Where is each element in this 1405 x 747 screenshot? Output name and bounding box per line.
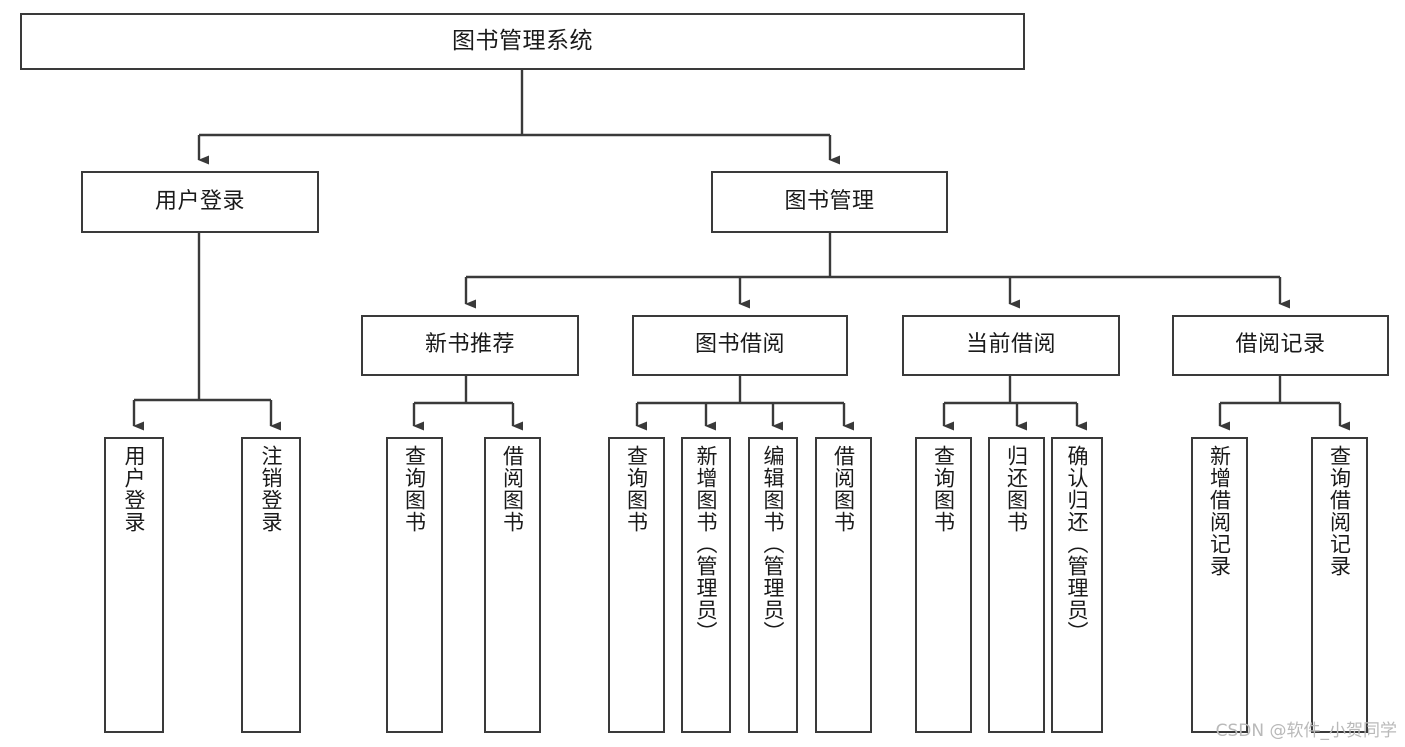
node-leaf-query-book-current-label: 查询图书 bbox=[931, 445, 956, 533]
node-current-borrow[interactable]: 当前借阅 bbox=[902, 315, 1120, 376]
node-leaf-return-book[interactable]: 归还图书 bbox=[988, 437, 1045, 733]
node-leaf-borrow-book-rec[interactable]: 借阅图书 bbox=[484, 437, 541, 733]
node-leaf-confirm-return-admin-label: 确认归还（管理员） bbox=[1065, 445, 1090, 643]
node-leaf-query-book-borrow[interactable]: 查询图书 bbox=[608, 437, 665, 733]
node-leaf-query-book-rec-label: 查询图书 bbox=[402, 445, 427, 533]
node-book-manage[interactable]: 图书管理 bbox=[711, 171, 948, 233]
node-leaf-edit-book-admin[interactable]: 编辑图书（管理员） bbox=[748, 437, 798, 733]
node-leaf-confirm-return-admin[interactable]: 确认归还（管理员） bbox=[1051, 437, 1103, 733]
node-book-borrow-label: 图书借阅 bbox=[694, 332, 785, 358]
node-leaf-user-login-label: 用户登录 bbox=[122, 445, 147, 533]
node-leaf-edit-book-admin-label: 编辑图书（管理员） bbox=[761, 445, 786, 643]
node-user-login-label: 用户登录 bbox=[154, 188, 245, 214]
node-leaf-add-book-admin[interactable]: 新增图书（管理员） bbox=[681, 437, 731, 733]
node-leaf-query-borrow-record-label: 查询借阅记录 bbox=[1327, 445, 1352, 577]
node-new-book-recommend[interactable]: 新书推荐 bbox=[361, 315, 579, 376]
node-leaf-borrow-book-rec-label: 借阅图书 bbox=[500, 445, 525, 533]
node-user-login[interactable]: 用户登录 bbox=[81, 171, 319, 233]
node-leaf-return-book-label: 归还图书 bbox=[1004, 445, 1029, 533]
node-leaf-user-login[interactable]: 用户登录 bbox=[104, 437, 164, 733]
node-root[interactable]: 图书管理系统 bbox=[20, 13, 1025, 70]
watermark-text: CSDN @软件_小贺同学 bbox=[1215, 721, 1397, 741]
node-book-manage-label: 图书管理 bbox=[784, 188, 875, 214]
node-leaf-query-book-borrow-label: 查询图书 bbox=[624, 445, 649, 533]
node-leaf-add-borrow-record[interactable]: 新增借阅记录 bbox=[1191, 437, 1248, 733]
node-book-borrow[interactable]: 图书借阅 bbox=[632, 315, 848, 376]
node-leaf-query-book-rec[interactable]: 查询图书 bbox=[386, 437, 443, 733]
node-root-label: 图书管理系统 bbox=[452, 27, 593, 54]
node-new-book-recommend-label: 新书推荐 bbox=[424, 332, 515, 358]
node-leaf-add-borrow-record-label: 新增借阅记录 bbox=[1207, 445, 1232, 577]
node-leaf-borrow-book-label: 借阅图书 bbox=[831, 445, 856, 533]
node-leaf-add-book-admin-label: 新增图书（管理员） bbox=[694, 445, 719, 643]
node-leaf-user-logout[interactable]: 注销登录 bbox=[241, 437, 301, 733]
node-leaf-query-book-current[interactable]: 查询图书 bbox=[915, 437, 972, 733]
node-leaf-user-logout-label: 注销登录 bbox=[259, 445, 284, 533]
node-borrow-record[interactable]: 借阅记录 bbox=[1172, 315, 1389, 376]
node-leaf-query-borrow-record[interactable]: 查询借阅记录 bbox=[1311, 437, 1368, 733]
node-current-borrow-label: 当前借阅 bbox=[965, 332, 1056, 358]
node-borrow-record-label: 借阅记录 bbox=[1235, 332, 1326, 358]
node-leaf-borrow-book[interactable]: 借阅图书 bbox=[815, 437, 872, 733]
